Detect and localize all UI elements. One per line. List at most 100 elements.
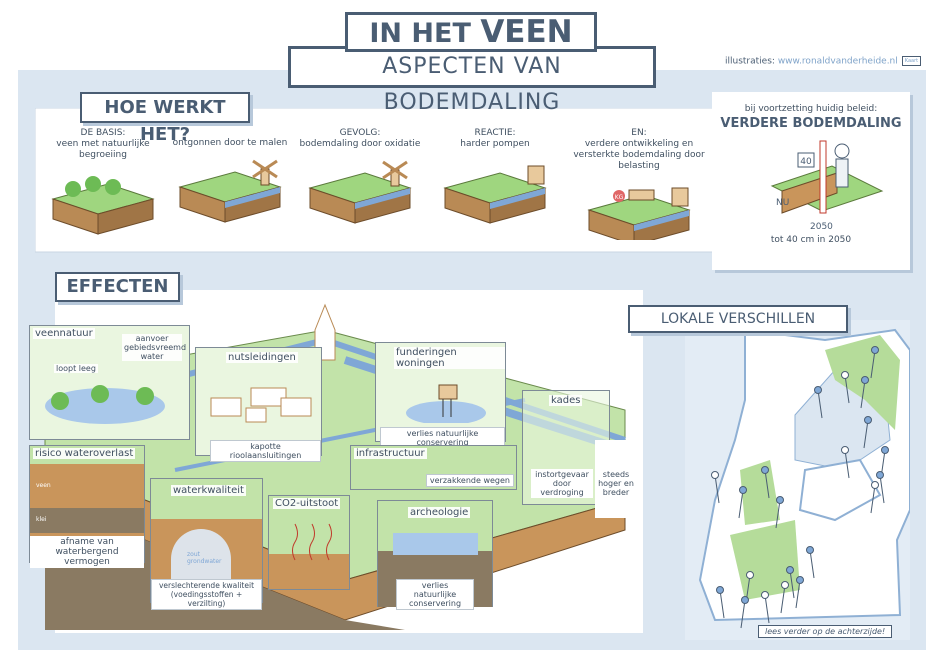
map-pin-icon [796,576,804,584]
publisher-logo: Kaart [901,56,922,66]
map-pin-icon [741,596,749,604]
effect-caption: instortgevaar door verdroging [531,469,593,498]
step-text: ontgonnen door te malen [172,138,288,148]
layer-label: klei [36,516,47,523]
pin-needle [738,489,744,519]
co2-arrows-icon [292,523,332,561]
pin-needle [780,584,786,614]
now-label: NU [776,198,789,208]
step-text: verdere ontwikkeling en versterkte bodem… [573,139,705,171]
title-subtitle: ASPECTEN VAN BODEMDALING [288,46,656,115]
map-pin-icon [871,346,879,354]
water-layer [393,533,478,555]
effect-title: nutsleidingen [226,352,298,363]
effect-co2: CO2-uitstoot [268,495,350,590]
step-title: REACTIE: [474,128,516,138]
effect-nutsleidingen: nutsleidingen kapotte rioolaansluitingen [195,347,322,462]
pin-needle [844,449,850,479]
outlook-caption: tot 40 cm in 2050 [770,235,852,245]
pin-needle [809,549,815,579]
effect-note: aanvoer gebiedsvreemd water [122,334,187,361]
credit-link[interactable]: www.ronaldvanderheide.nl [777,56,898,67]
pin-needle [817,389,823,419]
pin-needle [860,379,866,409]
map-pin-icon [786,566,794,574]
pin-needle [863,419,869,449]
outlook-panel: bij voortzetting huidig beleid: VERDERE … [712,92,910,270]
map-pin-icon [871,481,879,489]
map-pin-icon [776,496,784,504]
effect-title: veennatuur [33,328,95,339]
pin-needle [714,474,720,504]
effect-title: infrastructuur [354,448,427,459]
pin-needle [795,579,801,609]
step-title: GEVOLG: [339,128,381,138]
effects-heading: EFFECTEN [55,272,180,302]
map-pin-icon [746,571,754,579]
step-text: harder pompen [460,139,530,149]
map-panel [685,320,911,640]
effect-caption: verzakkende wegen [425,474,514,487]
map-pin-icon [711,471,719,479]
step-basis: DE BASIS:veen met natuurlijke begroeiing [38,128,168,239]
depth-badge: 40 [800,157,812,167]
clay-layer [30,508,144,533]
step-text: bodemdaling door oxidatie [299,139,421,149]
pin-needle [870,349,876,379]
map-pin-icon [761,466,769,474]
effect-note: loopt leeg [54,364,98,373]
title-main-word: VEEN [480,14,573,50]
effect-note: steeds hoger en breder [598,470,634,497]
effect-title: kades [549,395,583,406]
effect-risico: risico wateroverlast veen klei afname va… [29,445,145,568]
map-pin-icon [841,446,849,454]
effect-kades-side: steeds hoger en breder [595,440,637,518]
map-pin-icon [841,371,849,379]
pin-needle [789,569,795,599]
effect-caption: kapotte rioolaansluitingen [210,440,321,462]
pin-needle [764,594,770,624]
map-pin-icon [881,446,889,454]
step-ontgonnen: ontgonnen door te malen [165,138,295,237]
outlook-intro: bij voortzetting huidig beleid: [744,104,878,114]
effect-title: funderingen woningen [394,347,505,369]
title-main: IN HET VEEN [345,12,597,52]
effect-veennatuur: veennatuur loopt leeg aanvoer gebiedsvre… [29,325,190,440]
effect-waterkwaliteit: zout grondwater waterkwaliteit verslecht… [150,478,263,610]
pin-needle [775,499,781,529]
credit-label: illustraties: [725,56,775,67]
pin-needle [870,484,876,514]
step-title: DE BASIS: [80,128,126,138]
map-pin-icon [716,586,724,594]
subsidence-block-icon [308,160,412,224]
map-pin-icon [806,546,814,554]
peat-block-icon [51,176,155,235]
how-heading: HOE WERKT HET? [80,92,250,145]
netherlands-map [698,328,911,629]
title-prefix: IN HET [369,18,471,49]
layer-label: zout grondwater [187,551,222,565]
drained-block-icon [178,159,282,223]
outlook-heading: VERDERE BODEMDALING [720,116,902,131]
map-pin-icon [739,486,747,494]
step-title: EN: [631,128,647,138]
local-heading: LOKALE VERSCHILLEN [628,305,848,333]
effect-title: risico wateroverlast [33,448,136,459]
pin-needle [844,374,850,404]
map-pins [711,346,889,629]
measuring-person-icon: 40 NU 2050 [770,140,884,231]
peat-layer [269,554,349,589]
map-pin-icon [864,416,872,424]
read-more-link[interactable]: lees verder op de achterzijde! [758,625,893,638]
foundation-illustration [406,384,486,423]
pin-needle [719,589,725,619]
effect-infrastructuur: infrastructuur verzakkende wegen [350,445,517,490]
effect-caption: afname van waterbergend vermogen [30,536,144,568]
effect-caption: verlies natuurlijke conservering [396,579,474,610]
step-gevolg: GEVOLG:bodemdaling door oxidatie [295,128,425,228]
pin-needle [740,599,746,629]
year-label: 2050 [810,222,833,231]
map-pin-icon [814,386,822,394]
wetland-illustration [45,385,165,424]
